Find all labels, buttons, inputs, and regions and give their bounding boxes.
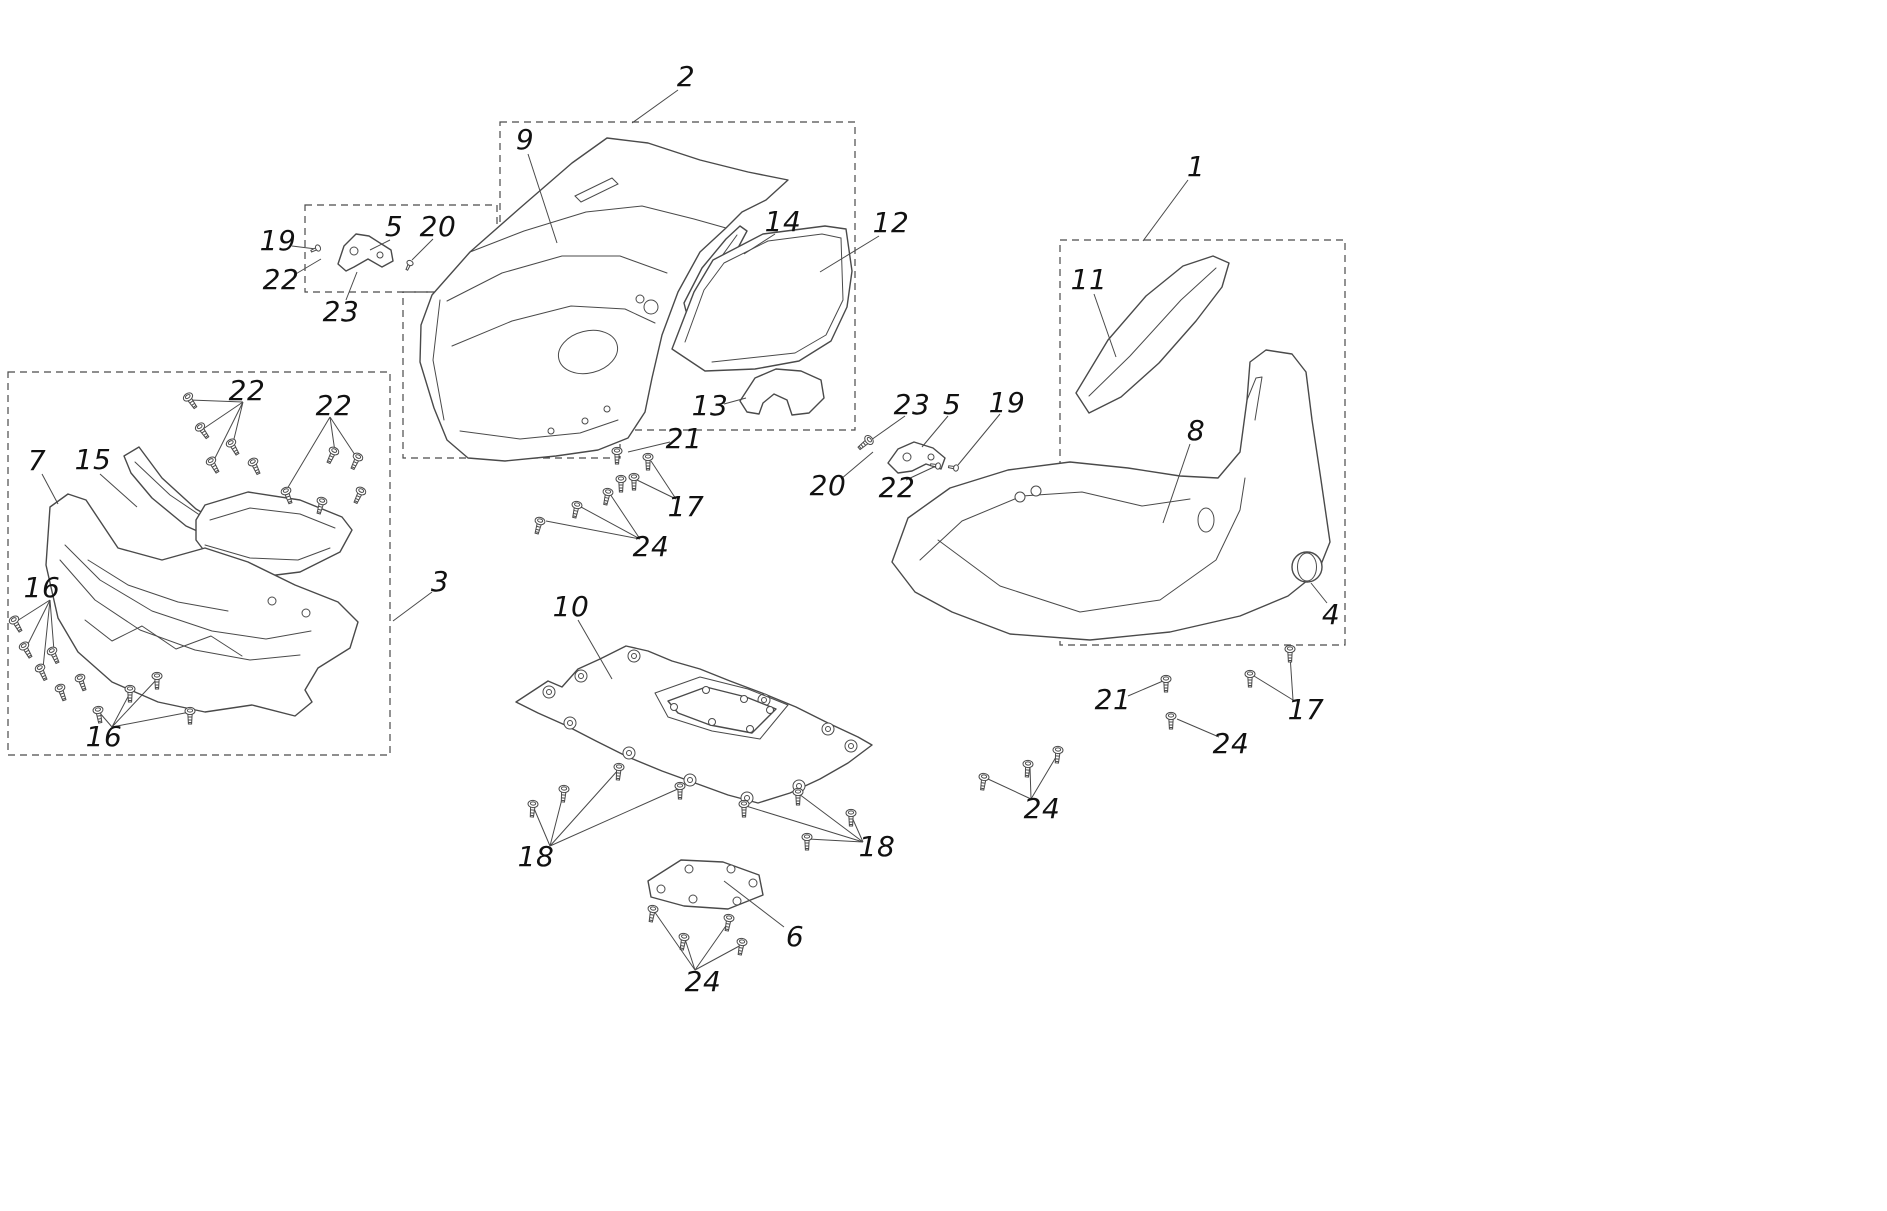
part-15-trim-panel (123, 446, 353, 579)
pin-icon (947, 463, 960, 473)
screw-icon (204, 454, 223, 476)
leader-20-right (840, 451, 874, 480)
bracket-box-outline (304, 204, 498, 293)
screw-icon (181, 390, 201, 412)
screw-icon (350, 485, 368, 506)
leader-24-right-mid (1176, 718, 1220, 738)
leader-17-center (636, 460, 677, 500)
leader-11 (1093, 293, 1117, 358)
leader-19-top (291, 245, 317, 250)
screw-icon (855, 433, 876, 453)
part-5-bracket-top (337, 233, 394, 272)
leader-16-top (16, 599, 55, 669)
screw-icon (734, 937, 749, 957)
screw-icon (738, 799, 750, 818)
part-8-rear-side-panel (891, 349, 1331, 641)
leader-24-right-bottom (987, 751, 1060, 800)
screw-icon (568, 499, 584, 520)
screw-icon (615, 474, 627, 493)
leader-lines (16, 89, 1328, 971)
leader-23-top (345, 271, 358, 301)
screw-icon (628, 472, 640, 491)
assembly-box-3-outline (7, 371, 391, 756)
leader-18-right (745, 793, 864, 843)
part-13-bracket (739, 368, 825, 416)
screw-icon (801, 832, 813, 851)
part-7-front-bumper (45, 493, 359, 717)
part-6-access-plate (647, 859, 764, 910)
screw-icon (246, 456, 264, 477)
leader-9 (527, 153, 558, 244)
screw-icon (611, 446, 623, 465)
leader-8 (1162, 443, 1191, 524)
leader-13 (723, 397, 747, 405)
screw-icon (1284, 644, 1296, 663)
part-9-front-panel (419, 137, 789, 462)
screw-icon (184, 706, 196, 725)
leader-18-left (532, 768, 681, 847)
leader-21-right (1127, 680, 1164, 697)
leader-6 (723, 880, 785, 928)
leader-23-right (870, 415, 906, 441)
screw-icon (45, 645, 63, 666)
leader-16-bottom (98, 677, 191, 728)
leader-24-center (545, 493, 641, 540)
screw-icon (73, 672, 90, 693)
leader-12 (819, 235, 880, 273)
leader-22-left-a (189, 399, 244, 461)
screw-icon (645, 904, 660, 924)
screw-icon (674, 781, 686, 800)
screw-icon (1160, 674, 1172, 693)
leader-2 (631, 89, 679, 124)
screw-icon (33, 662, 51, 683)
screw-icon (612, 762, 625, 781)
screw-icon (557, 784, 570, 803)
leader-20-top (411, 238, 434, 261)
screw-icon (976, 772, 990, 792)
part-10-floor-panel (515, 645, 873, 805)
screw-icon (53, 682, 70, 703)
screw-icon (347, 451, 365, 472)
leader-5-top (369, 239, 391, 251)
screw-icon (792, 787, 804, 806)
screw-icon (323, 445, 341, 466)
leader-7 (41, 473, 59, 505)
leader-1 (1142, 179, 1189, 242)
screw-icon (91, 705, 106, 725)
leader-19-right (957, 413, 1001, 466)
screw-icon (224, 436, 243, 458)
pin-icon (309, 243, 323, 255)
screw-icon (1165, 711, 1177, 730)
leader-3 (392, 591, 433, 622)
leader-17-right (1253, 654, 1294, 701)
leader-4 (1310, 582, 1328, 604)
screw-icon (1244, 669, 1256, 688)
leader-22-left-b (286, 416, 358, 490)
screw-icon (193, 420, 213, 442)
screw-icon (17, 639, 36, 661)
assembly-box-1-outline (1059, 239, 1346, 646)
leader-5-right (921, 415, 949, 448)
part-11-corner-panel (1075, 255, 1230, 414)
screw-icon (1021, 759, 1034, 778)
leader-15 (99, 473, 138, 508)
part-12-side-panel (671, 225, 853, 372)
screw-icon (531, 515, 547, 536)
leader-21-center (627, 441, 671, 453)
part-4-round-cap (1291, 551, 1323, 583)
leader-14 (743, 233, 776, 255)
leader-22-top-left (293, 258, 322, 276)
leader-22-right (905, 465, 937, 481)
leader-10 (577, 619, 613, 680)
pin-icon (403, 258, 415, 272)
leader-24-bottom (653, 910, 744, 971)
